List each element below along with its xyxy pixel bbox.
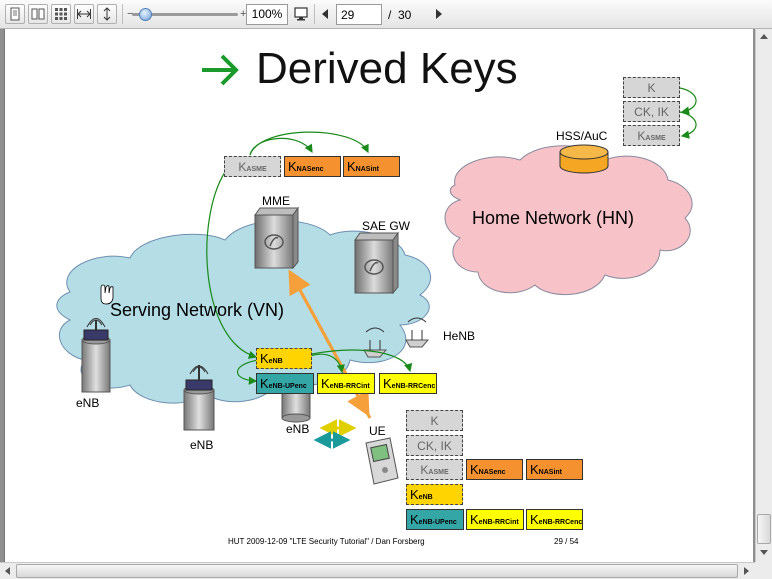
enb-right-label: eNB xyxy=(286,422,310,436)
scroll-left-icon[interactable] xyxy=(5,567,10,575)
fit-height-icon xyxy=(103,7,111,21)
toolbar: − + 100% / 30 xyxy=(0,0,772,29)
enb-middle-tower-icon xyxy=(183,365,215,431)
hss-auc-label: HSS/AuC xyxy=(556,129,608,143)
mme-server-icon xyxy=(254,206,299,270)
monitor-icon xyxy=(294,7,308,21)
vertical-scroll-thumb[interactable] xyxy=(757,514,771,544)
kenb-to-upenc-arrow xyxy=(237,359,259,385)
key-kasme-legend: KASME xyxy=(623,125,680,146)
k-to-ckik-arrow xyxy=(679,87,697,115)
zoom-level-field[interactable]: 100% xyxy=(246,4,288,25)
toolbar-divider xyxy=(122,4,123,24)
presentation-mode-button[interactable] xyxy=(291,4,311,24)
henb-left-icon xyxy=(363,327,388,358)
key-kenb-rrcenc-ue: KeNB-RRCenc xyxy=(526,509,583,530)
key-kenb-rrcenc-enb: KeNB-RRCenc xyxy=(379,373,437,394)
key-knasint-ue: KNASint xyxy=(526,459,583,480)
fit-width-button[interactable] xyxy=(74,4,94,24)
previous-page-icon[interactable] xyxy=(322,9,328,19)
slide-footer-citation: HUT 2009-12-09 "LTE Security Tutorial" /… xyxy=(228,537,425,546)
horizontal-scrollbar[interactable] xyxy=(0,562,755,579)
scroll-down-icon[interactable] xyxy=(760,550,768,555)
page-number-input[interactable] xyxy=(336,4,382,25)
zoom-plus-label: + xyxy=(240,8,247,20)
zoom-minus-label: − xyxy=(127,8,134,20)
key-ckik-legend: CK, IK xyxy=(623,101,680,122)
thumbnail-view-button[interactable] xyxy=(51,4,71,24)
grid-icon xyxy=(55,8,67,20)
key-kenb-upenc-ue: KeNB-UPenc xyxy=(406,509,464,530)
key-kenb-rrcint-ue: KeNB-RRCint xyxy=(466,509,524,530)
key-k-legend: K xyxy=(623,77,680,98)
mme-label: MME xyxy=(262,194,290,208)
key-knasint-mme: KNASint xyxy=(343,156,400,177)
single-page-view-button[interactable] xyxy=(5,4,25,24)
key-knasenc-ue: KNASenc xyxy=(466,459,523,480)
title-arrow-icon xyxy=(202,54,239,86)
key-kasme-mme: KASME xyxy=(224,156,281,177)
scroll-up-icon[interactable] xyxy=(760,34,768,39)
slide-graphics xyxy=(56,54,697,485)
key-kenb-ue: KeNB xyxy=(406,484,463,505)
slide-title: Derived Keys xyxy=(256,44,518,93)
kasme-to-knasint-arrow xyxy=(249,131,369,156)
home-network-label: Home Network (HN) xyxy=(472,208,635,228)
key-kenb-upenc-enb: KeNB-UPenc xyxy=(256,373,314,394)
key-k-ue: K xyxy=(406,410,463,431)
single-page-icon xyxy=(10,7,20,21)
henb-label: HeNB xyxy=(443,329,476,343)
enb-middle-label: eNB xyxy=(190,438,214,452)
page-separator: / xyxy=(388,8,392,22)
kasme-to-knasenc-arrow xyxy=(249,137,313,156)
ue-phone-icon xyxy=(365,437,399,485)
hand-cursor-icon xyxy=(100,284,114,305)
slide-footer-page-number: 29 / 54 xyxy=(554,537,579,546)
two-page-view-button[interactable] xyxy=(28,4,48,24)
ue-label: UE xyxy=(369,424,386,438)
toolbar-divider xyxy=(314,4,315,24)
enb-right-tower-icon xyxy=(281,389,311,423)
key-kenb-rrcint-enb: KeNB-RRCint xyxy=(317,373,375,394)
fit-width-icon xyxy=(77,9,91,19)
serving-network-label: Serving Network (VN) xyxy=(110,300,285,320)
ckik-to-kasme-arrow xyxy=(679,111,697,139)
horizontal-scroll-thumb[interactable] xyxy=(16,564,738,578)
key-kasme-ue: KASME xyxy=(406,459,463,480)
sae-gw-server-icon xyxy=(354,231,399,295)
sae-gw-label: SAE GW xyxy=(362,219,411,233)
key-knasenc-mme: KNASenc xyxy=(284,156,341,177)
key-ckik-ue: CK, IK xyxy=(406,435,463,456)
hss-auc-database-icon xyxy=(559,144,609,174)
kenb-to-rrcenc-arrow xyxy=(311,349,413,373)
enb-left-tower-icon xyxy=(81,318,111,393)
two-page-icon xyxy=(31,8,45,20)
enb-left-label: eNB xyxy=(76,396,100,410)
zoom-slider-thumb[interactable] xyxy=(139,8,152,21)
page-total: 30 xyxy=(398,8,412,22)
vertical-scrollbar[interactable] xyxy=(755,29,772,562)
kasme-to-kenb-arrow xyxy=(206,171,258,359)
scroll-right-icon[interactable] xyxy=(744,567,749,575)
henb-right-icon xyxy=(405,317,430,348)
key-kenb-enb: KeNB xyxy=(256,348,312,369)
scrollbar-corner xyxy=(755,562,772,579)
fit-height-button[interactable] xyxy=(97,4,117,24)
next-page-icon[interactable] xyxy=(436,9,442,19)
zoom-slider[interactable] xyxy=(132,13,238,16)
kenb-to-rrcint-arrow xyxy=(309,353,345,374)
